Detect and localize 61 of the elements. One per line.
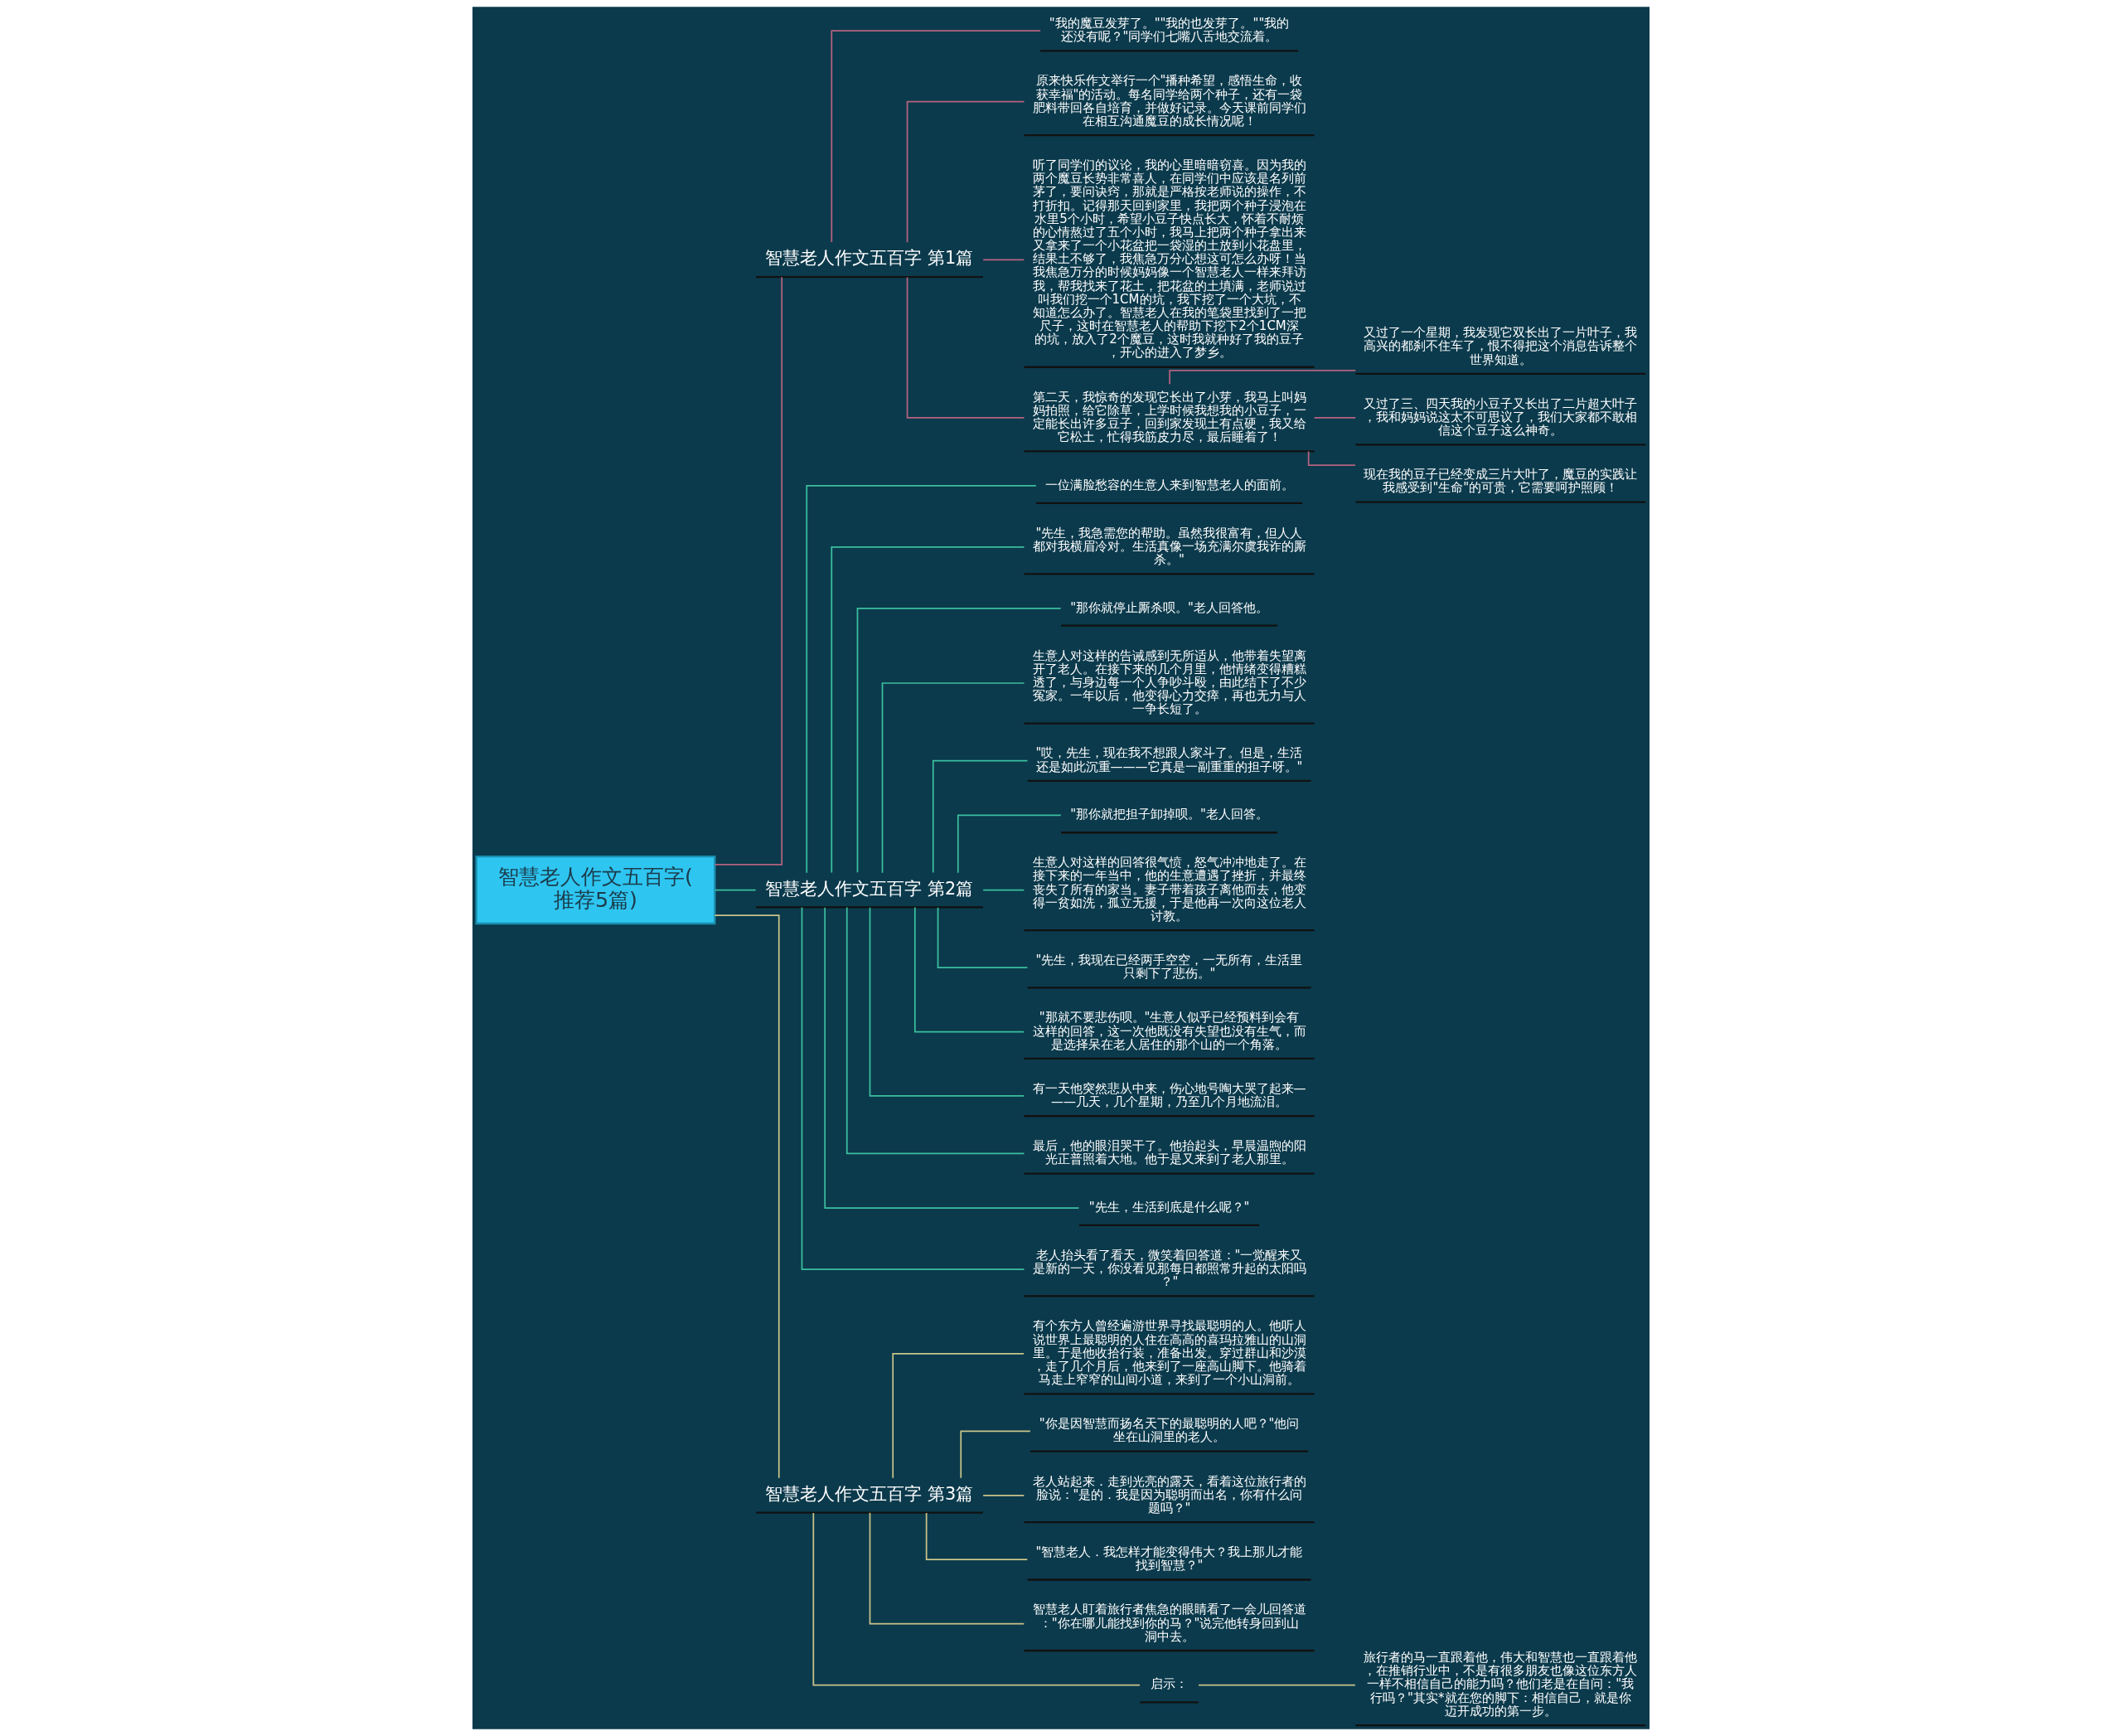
node-text: 智慧老人作文五百字 第2篇 [765, 878, 974, 899]
connector [1198, 1684, 1356, 1686]
connector [831, 546, 1025, 874]
node-box: 智慧老人作文五百字(推荐5篇) [475, 856, 716, 925]
connector [812, 1512, 1141, 1686]
connector [801, 906, 1025, 1270]
connector [856, 608, 1062, 874]
connector [869, 906, 1025, 1097]
connector [982, 889, 1025, 891]
connector [881, 682, 1025, 874]
connector [932, 759, 1029, 874]
connector [960, 1430, 1031, 1479]
node-text: 又过了三、四天我的小豆子又长出了二片超大叶子，我和妈妈说这太不可思议了，我们大家都不敢相信这个豆子这么神奇。 [1364, 395, 1638, 439]
node-text: 生意人对这样的告诫感到无所适从，他带着失望离开了老人。在接下来的几个月里，他情绪变得糟糕透了，与身边每一个人争吵斗殴，由此结下了不少冤家。一年以后，他变得心力交瘁，再也无力与人一争长短了。 [1032, 647, 1306, 717]
node-text: 智慧老人作文五百字 第1篇 [765, 248, 974, 269]
connector [714, 276, 783, 866]
connector [845, 906, 1025, 1155]
connector [906, 100, 1025, 244]
node-text: "哎，先生，现在我不想跟人家斗了。但是，生活还是如此沉重———它真是一副重重的担子呀。" [1035, 745, 1303, 774]
connector [925, 1512, 1029, 1561]
connector [906, 276, 1025, 419]
node-text: 最后，他的眼泪哭干了。他抬起头，早晨温煦的阳光正普照着大地。他于是又来到了老人那里。 [1032, 1138, 1306, 1167]
node-text: 生意人对这样的回答很气愤，怒气冲冲地走了。在接下来的一年当中，他的生意遭遇了挫折，并最终丧失了所有的家当。妻子带着孩子离他而去，他变得一贫如洗，孤立无援，于是他再一次向这位老人讨教。 [1032, 855, 1306, 924]
node-text: "智慧老人．我怎样才能变得伟大？我上那儿才能找到智慧？" [1035, 1544, 1303, 1574]
node-text: 又过了一个星期，我发现它双长出了一片叶子，我高兴的都刹不住车了，恨不得把这个消息告诉整个世界知道。 [1364, 325, 1638, 367]
connector [1169, 369, 1357, 386]
node-text: 一位满脸愁容的生意人来到智慧老人的面前。 [1044, 477, 1294, 492]
connector [957, 814, 1062, 874]
connector [1313, 417, 1357, 419]
node-text: "那就不要悲伤呗。"生意人似乎已经预料到会有这样的回答，这一次他既没有失望也没有生气，而是选择呆在老人居住的那个山的一个角落。 [1032, 1010, 1306, 1052]
node-text: 老人站起来．走到光亮的露天，看着这位旅行者的脸说："是的．我是因为聪明而出名，你有什么问题吗？" [1032, 1473, 1306, 1515]
connector [937, 906, 1029, 969]
connector [714, 889, 757, 891]
node-text: "那你就停止厮杀呗。"老人回答他。 [1070, 599, 1268, 615]
node-text: 第二天，我惊奇的发现它长出了小芽，我马上叫妈妈拍照，给它除草，上学时候我想我的小豆子，一定能长出许多豆子，回到家发现土有点硬，我又给它松土，忙得我筋皮力尽，最后睡着了！ [1032, 389, 1306, 445]
connector [913, 906, 1025, 1033]
node-text: "先生，生活到底是什么呢？" [1088, 1200, 1250, 1215]
node-text: "我的魔豆发芽了。""我的也发芽了。""我的还没有呢？"同学们七嘴八舌地交流着。 [1049, 16, 1290, 45]
node-text: 有个东方人曾经遍游世界寻找最聪明的人。他听人说世界上最聪明的人住在高高的喜玛拉雅山的山洞里。于是他收拾行装，准备出发。穿过群山和沙漠，走了几个月后，他来到了一座高山脚下。他骑着马走上窄窄的山间小道，来到了一个小山洞前。 [1032, 1318, 1306, 1388]
node-text: 听了同学们的议论，我的心里暗暗窃喜。因为我的两个魔豆长势非常喜人，在同学们中应该是名列前茅了，要问诀窍，那就是严格按老师说的操作，不打折扣。记得那天回到家里，我把两个种子浸泡在水里5个小时，希望小豆子快点长大，怀着不耐烦的心情熬过了五个小时，我马上把两个种子拿出来又拿来了一个小花盆把一袋湿的土放到小花盘里，结果土不够了，我焦急万分心想这可怎么办呀！当我焦急万分的时候妈妈像一个智慧老人一样来拜访我，帮我找来了花土，把花盆的土填满，老师说过叫我们挖一个1CM的坑，我下挖了一个大坑，不知道怎么办了。智慧老人在我的笔袋里找到了一把尺子，这时在智慧老人的帮助下挖下2个1CM深的坑，放入了2个魔豆，这时我就种好了我的豆子，开心的进入了梦乡。 [1032, 158, 1306, 361]
connector [824, 906, 1080, 1210]
node-text: 旅行者的马一直跟着他，伟大和智慧也一直跟着他，在推销行业中，不是有很多朋友也像这位东方人一样不相信自己的能力吗？他们老是在自问："我行吗？"其实*就在您的脚下：相信自己，就是你迈开成功的第一步。 [1364, 1650, 1638, 1719]
connector [831, 30, 1041, 243]
node-text: 有一天他突然悲从中来，伤心地号啕大哭了起来———几天，几个星期，乃至几个月地流泪。 [1032, 1080, 1306, 1109]
node-text: 启示： [1151, 1676, 1189, 1692]
connector [806, 485, 1037, 874]
connector [892, 1352, 1025, 1479]
node-text: 智慧老人盯着旅行者焦急的眼睛看了一会儿回答道："你在哪儿能找到你的马？"说完他转身回到山洞中去。 [1032, 1602, 1306, 1644]
connector [982, 1494, 1025, 1496]
connector [869, 1511, 1025, 1625]
node-text: "你是因智慧而扬名天下的最聪明的人吧？"他问坐在山洞里的老人。 [1039, 1416, 1300, 1445]
node-text: "先生，我急需您的帮助。虽然我很富有，但人人都对我横眉冷对。生活真像一场充满尔虞我诈的厮杀。" [1032, 525, 1306, 568]
node-text: 老人抬头看了看天，微笑着回答道："一觉醒来又是新的一天，你没看见那每日都照常升起的太阳吗？" [1032, 1247, 1306, 1290]
node-text: 现在我的豆子已经变成三片大叶了，魔豆的实践让我感受到"生命"的可贵，它需要呵护照顾！ [1364, 467, 1638, 496]
node-text: 智慧老人作文五百字 第3篇 [765, 1483, 974, 1504]
node-text: "先生，我现在已经两手空空，一无所有，生活里只剩下了悲伤。" [1035, 953, 1303, 982]
node-text: "那你就把担子卸掉呗。"老人回答。 [1070, 807, 1268, 822]
connector [1307, 450, 1356, 466]
node-text: 原来快乐作文举行一个"播种希望，感悟生命，收获幸福"的活动。每名同学给两个种子，还有一袋肥料带回各自培育，并做好记录。今天课前同学们在相互沟通魔豆的成长情况呢！ [1032, 73, 1306, 129]
connector [714, 914, 780, 1479]
connector [982, 259, 1025, 261]
